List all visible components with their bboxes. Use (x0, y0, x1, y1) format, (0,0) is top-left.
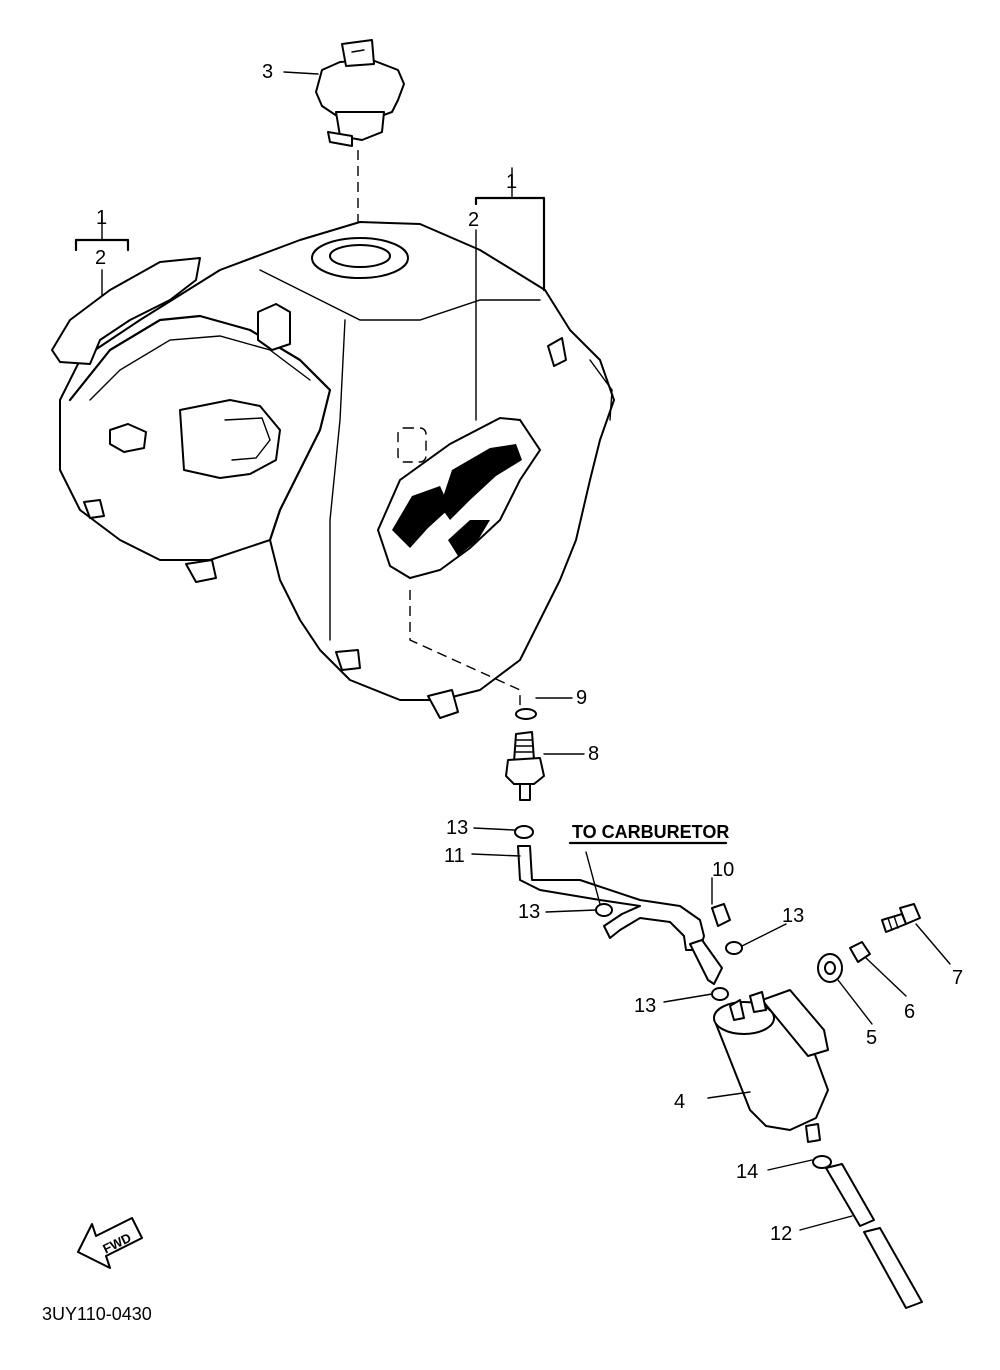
group-bracket-left (74, 217, 130, 297)
to-carburetor-note: TO CARBURETOR (572, 822, 729, 842)
callout-5: 5 (866, 1027, 877, 1049)
callout-2-right: 2 (468, 209, 479, 231)
callout-1-left: 1 (96, 207, 107, 229)
fuel-cap-part (315, 39, 405, 147)
damper-part (817, 953, 843, 983)
callout-9: 9 (576, 687, 587, 709)
fwd-arrow-icon: FWD (77, 1217, 143, 1269)
callout-4: 4 (674, 1091, 685, 1113)
callout-14: 14 (736, 1161, 758, 1183)
return-hose-part (689, 939, 723, 985)
callout-13-a: 13 (446, 817, 468, 839)
leader-lines (283, 71, 951, 1231)
callout-10: 10 (712, 859, 734, 881)
callout-12: 12 (770, 1223, 792, 1245)
callout-11: 11 (444, 845, 465, 867)
callout-3: 3 (262, 61, 273, 83)
callout-13-c: 13 (782, 905, 804, 927)
drain-assembly-line (409, 590, 521, 710)
callout-6: 6 (904, 1001, 915, 1023)
callout-8: 8 (588, 743, 599, 765)
fuel-tank-part (51, 221, 615, 719)
fuel-hose-part (517, 845, 705, 951)
callout-2-left: 2 (95, 247, 106, 269)
callout-13-d: 13 (634, 995, 656, 1017)
callout-13-b: 13 (518, 901, 540, 923)
fuel-pump-part (713, 989, 829, 1143)
o-ring-part (515, 708, 537, 720)
fuel-cock-part (505, 731, 545, 801)
callout-7: 7 (952, 967, 963, 989)
callout-1-right: 1 (506, 171, 517, 193)
bolt-part (881, 903, 921, 933)
hose-part (825, 1163, 875, 1227)
diagram-code: 3UY110-0430 (42, 1304, 152, 1324)
collar-part (849, 941, 871, 963)
group-bracket-right (474, 167, 546, 421)
